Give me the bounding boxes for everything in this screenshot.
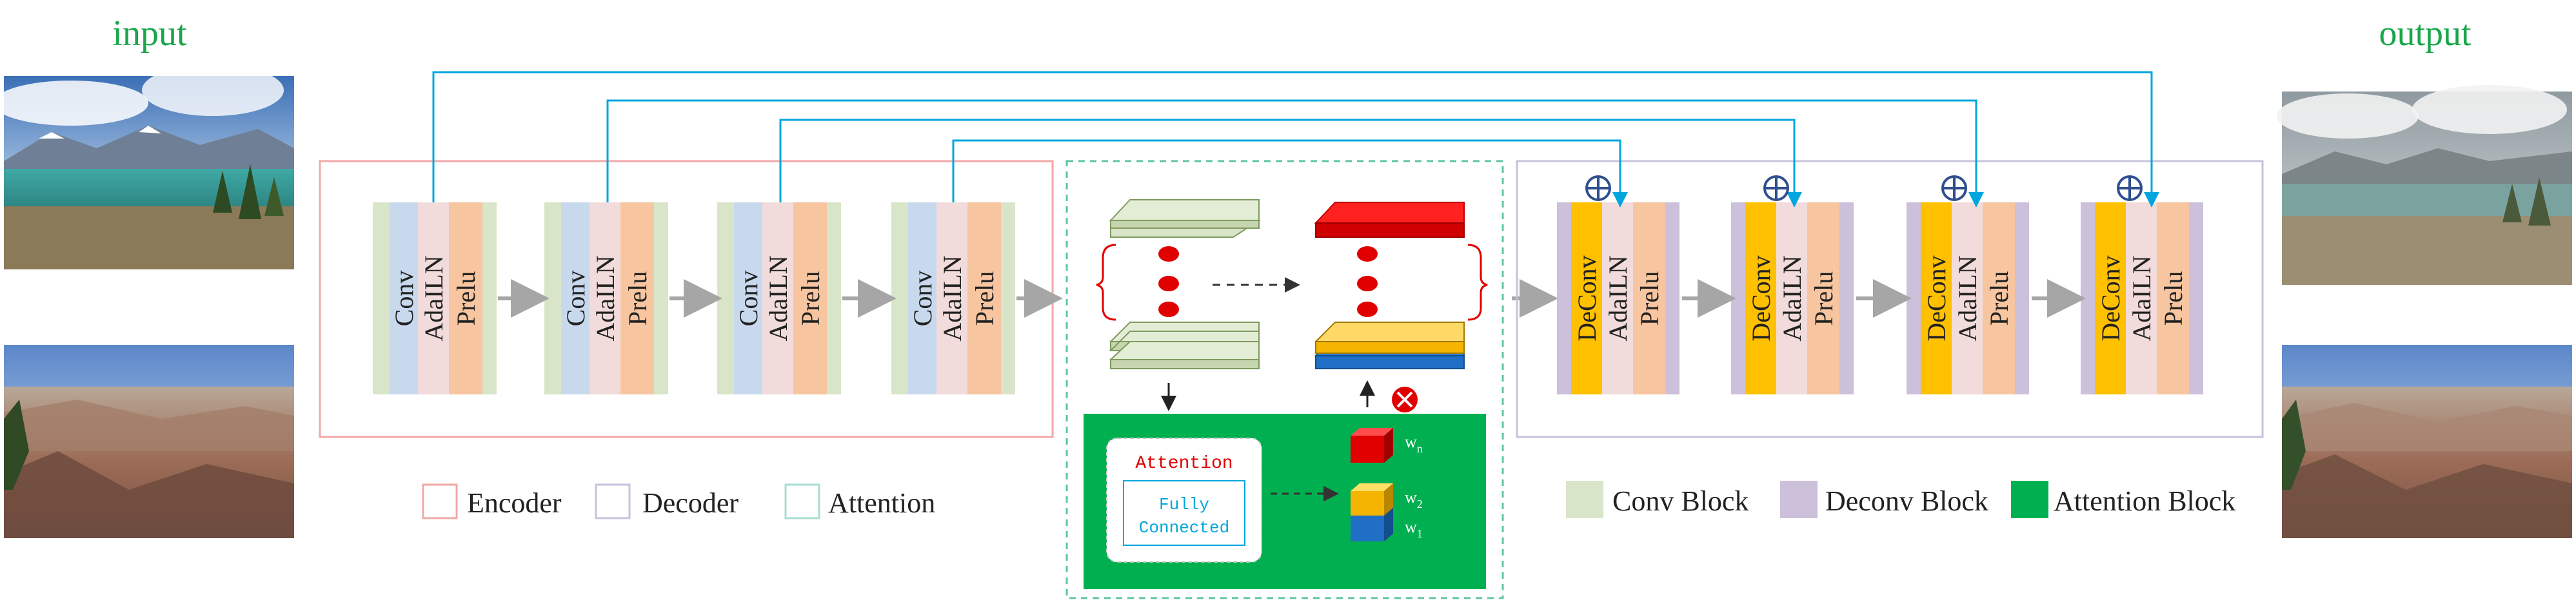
- fc-line2: Connected: [1139, 518, 1229, 537]
- decoder-block: [1731, 202, 1854, 394]
- cube-red: [1351, 428, 1393, 463]
- legend-right: Conv Block Deconv Block Attention Block: [1566, 481, 2235, 518]
- decoder-region: [1516, 160, 2264, 438]
- fc-line1: Fully: [1159, 495, 1209, 514]
- enc4-prelu-label: Prelu: [970, 271, 999, 325]
- dec4-adailn-label: AdaILN: [2127, 255, 2156, 341]
- weight-w2: w2: [1405, 488, 1423, 510]
- dec3-deconv-label: DeConv: [1922, 255, 1951, 341]
- legend-left: Encoder Decoder Attention: [422, 483, 935, 519]
- encoder-block: [717, 202, 841, 394]
- dec1-adailn-label: AdaILN: [1603, 255, 1632, 341]
- encoder-block: [373, 202, 497, 394]
- skip-connection-4: [952, 139, 1628, 208]
- enc3-prelu-label: Prelu: [796, 271, 825, 325]
- dec1-deconv-label: DeConv: [1572, 255, 1601, 341]
- legend-swatch-decoder: [595, 483, 631, 519]
- enc1-conv-label: Conv: [390, 271, 419, 327]
- add-icon: [1585, 175, 1611, 201]
- legend-attention-label: Attention: [828, 487, 935, 519]
- dec3-adailn-label: AdaILN: [1953, 255, 1982, 341]
- red-plate-top-right: [1314, 202, 1465, 238]
- legend-swatch-attention-block: [2011, 481, 2048, 518]
- enc3-conv-label: Conv: [734, 271, 763, 327]
- decoder-block: [2081, 202, 2203, 394]
- enc4-adailn-label: AdaILN: [938, 255, 967, 341]
- cube-blue: [1351, 508, 1393, 541]
- close-icon: [1392, 387, 1418, 412]
- skip-connection-1: [432, 71, 2159, 208]
- dec3-prelu-label: Prelu: [1985, 271, 2014, 325]
- decoder-block: [1557, 202, 1679, 394]
- enc2-prelu-label: Prelu: [623, 271, 652, 325]
- legend-decoder-label: Decoder: [642, 487, 738, 519]
- fully-connected-box: [1123, 480, 1245, 546]
- attention-region: [1065, 160, 1504, 599]
- encoder-block: [544, 202, 668, 394]
- skip-connection-2: [606, 99, 1984, 208]
- output-image-canyon: [2282, 345, 2572, 538]
- encoder-block: [891, 202, 1015, 394]
- skip-connection-3: [779, 119, 1802, 208]
- input-image-canyon: [4, 345, 294, 538]
- legend-deconv-block-label: Deconv Block: [1825, 485, 1988, 517]
- dec2-prelu-label: Prelu: [1809, 271, 1838, 325]
- decoder-block: [1907, 202, 2029, 394]
- red-dots-right: [1357, 246, 1378, 317]
- attention-inner-title: Attention: [1135, 454, 1233, 474]
- dec4-deconv-label: DeConv: [2096, 255, 2125, 341]
- weight-wn: wn: [1405, 432, 1423, 455]
- legend-swatch-conv-block: [1566, 481, 1603, 518]
- legend-conv-block-label: Conv Block: [1612, 485, 1749, 517]
- colored-plates-bottom-right: [1314, 322, 1465, 369]
- enc3-adailn-label: AdaILN: [764, 255, 793, 341]
- enc4-conv-label: Conv: [908, 271, 937, 327]
- enc2-conv-label: Conv: [561, 271, 590, 327]
- legend-swatch-attention: [784, 483, 820, 519]
- output-image-lake: [2277, 85, 2572, 285]
- dec1-prelu-label: Prelu: [1635, 271, 1664, 325]
- feature-plates-bottom-left: [1109, 322, 1260, 369]
- feature-plates-top-left: [1109, 199, 1262, 238]
- add-icon: [1763, 175, 1789, 201]
- input-image-lake: [0, 64, 294, 269]
- brace-right: [1467, 244, 1488, 321]
- enc1-adailn-label: AdaILN: [419, 255, 448, 341]
- brace-left: [1096, 244, 1116, 321]
- enc2-adailn-label: AdaILN: [591, 255, 620, 341]
- cube-yellow: [1351, 483, 1393, 516]
- input-label: input: [112, 14, 187, 53]
- weight-w1: w1: [1405, 518, 1423, 540]
- legend-encoder-label: Encoder: [467, 487, 562, 519]
- dec2-adailn-label: AdaILN: [1778, 255, 1807, 341]
- enc1-prelu-label: Prelu: [451, 271, 481, 325]
- legend-attention-block-label: Attention Block: [2054, 485, 2235, 517]
- dec4-prelu-label: Prelu: [2159, 271, 2188, 325]
- red-dots-left: [1158, 246, 1179, 317]
- add-icon: [2117, 175, 2143, 201]
- add-icon: [1941, 175, 1967, 201]
- dec2-deconv-label: DeConv: [1747, 255, 1776, 341]
- output-label: output: [2379, 14, 2472, 53]
- legend-swatch-deconv-block: [1780, 481, 1818, 518]
- legend-swatch-encoder: [422, 483, 458, 519]
